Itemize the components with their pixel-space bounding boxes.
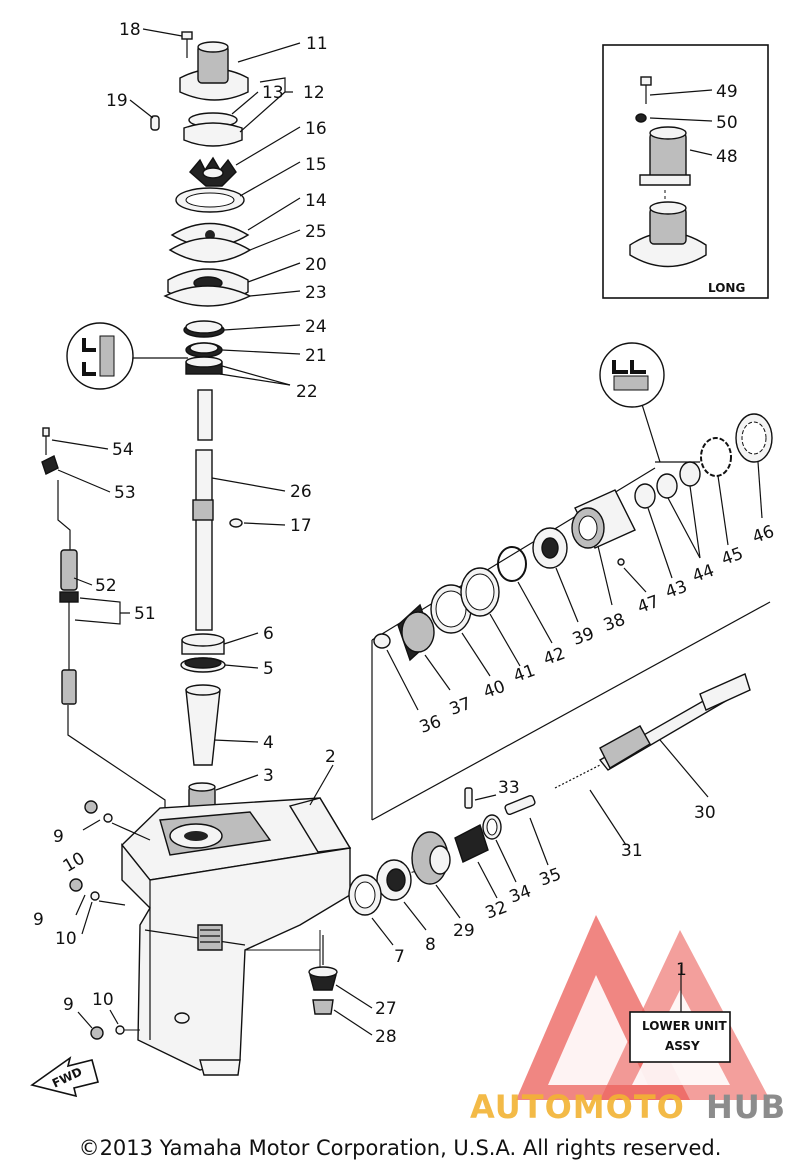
callout-23: 23 <box>305 283 327 303</box>
callout-28: 28 <box>375 1027 397 1047</box>
inset-long <box>602 44 769 299</box>
lower-unit-assy-box <box>629 965 731 1063</box>
callout-10a: 10 <box>60 849 89 877</box>
leader-lines <box>129 28 301 791</box>
callout-29: 29 <box>453 921 475 941</box>
callout-10b: 10 <box>55 929 77 949</box>
callout-36: 36 <box>417 712 444 738</box>
callout-49: 49 <box>716 82 738 102</box>
callout-17: 17 <box>290 516 312 536</box>
callout-33: 33 <box>498 778 520 798</box>
callout-9b: 9 <box>33 910 44 930</box>
watermark-text-automoto: AUTOMOTO <box>470 1088 685 1126</box>
callout-53: 53 <box>114 483 136 503</box>
callout-37: 37 <box>447 694 474 720</box>
callout-46: 46 <box>750 522 777 548</box>
pinion-gear <box>308 935 373 1036</box>
shift-rod-assembly <box>41 427 166 830</box>
callout-42: 42 <box>541 644 568 670</box>
callout-9a: 9 <box>53 827 64 847</box>
callout-9c: 9 <box>63 995 74 1015</box>
callout-16: 16 <box>305 119 327 139</box>
callout-10c: 10 <box>92 990 114 1010</box>
callout-51: 51 <box>134 604 156 624</box>
callout-19: 19 <box>106 91 128 111</box>
watermark-text-hub: HUB <box>706 1088 786 1126</box>
callout-1: 1 <box>676 960 687 980</box>
callout-18: 18 <box>119 20 141 40</box>
upper-stack <box>150 31 252 814</box>
callout-41: 41 <box>511 661 538 687</box>
reverse-gear-group <box>373 397 773 711</box>
callout-20: 20 <box>305 255 327 275</box>
callout-43: 43 <box>663 577 690 603</box>
callout-21: 21 <box>305 346 327 366</box>
lower-case <box>118 764 421 1076</box>
callout-4: 4 <box>263 733 274 753</box>
lower-unit-label-line1: LOWER UNIT <box>642 1019 728 1033</box>
watermark-logo <box>516 915 770 1100</box>
callout-26: 26 <box>290 482 312 502</box>
callout-12: 12 <box>303 83 325 103</box>
copyright-text: ©2013 Yamaha Motor Corporation, U.S.A. A… <box>79 1136 722 1160</box>
callout-52: 52 <box>95 576 117 596</box>
callout-2: 2 <box>325 747 336 767</box>
callout-39: 39 <box>570 624 597 650</box>
callout-32: 32 <box>483 897 510 923</box>
inset-caption: LONG <box>708 281 745 295</box>
callout-47: 47 <box>635 592 662 618</box>
callout-3: 3 <box>263 766 274 786</box>
callout-11: 11 <box>306 34 328 54</box>
callout-34: 34 <box>507 881 534 907</box>
callout-54: 54 <box>112 440 134 460</box>
callout-15: 15 <box>305 155 327 175</box>
clip-detail-callout <box>599 342 665 408</box>
callout-31: 31 <box>621 841 643 861</box>
callout-35: 35 <box>537 864 564 890</box>
callout-14: 14 <box>305 191 327 211</box>
callout-45: 45 <box>719 544 746 570</box>
callout-44: 44 <box>690 561 717 587</box>
callout-30: 30 <box>694 803 716 823</box>
callout-13: 13 <box>262 83 284 103</box>
callout-48: 48 <box>716 147 738 167</box>
fwd-arrow <box>30 1056 99 1098</box>
callout-38: 38 <box>601 610 628 636</box>
callout-5: 5 <box>263 659 274 679</box>
callout-8: 8 <box>425 935 436 955</box>
callout-24: 24 <box>305 317 327 337</box>
callout-6: 6 <box>263 624 274 644</box>
callout-40: 40 <box>481 677 508 703</box>
callout-22: 22 <box>296 382 318 402</box>
lower-unit-label-line2: ASSY <box>665 1039 700 1053</box>
callout-27: 27 <box>375 999 397 1019</box>
seal-detail-callout <box>66 322 134 390</box>
callout-25: 25 <box>305 222 327 242</box>
callout-7: 7 <box>394 947 405 967</box>
callout-50: 50 <box>716 113 738 133</box>
drain-screws <box>69 800 151 1040</box>
